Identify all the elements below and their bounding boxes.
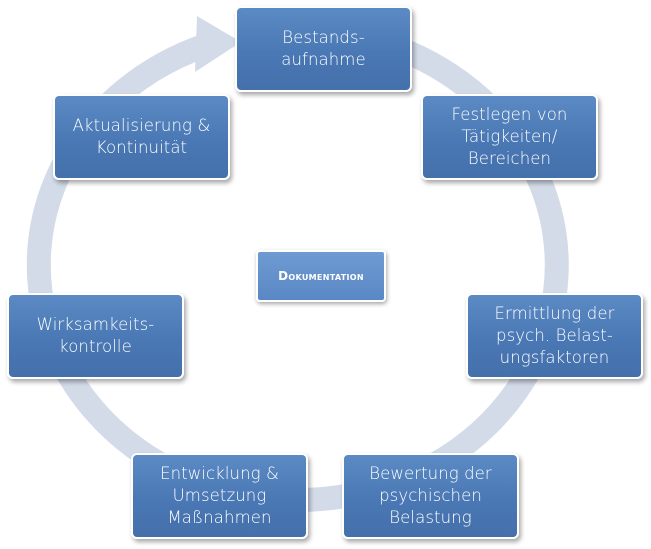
- step-label: Festlegen von Tätigkeiten/ Bereichen: [451, 105, 568, 168]
- step-bewertung-belastung: Bewertung der psychischen Belastung: [342, 453, 519, 539]
- step-entwicklung-massnahmen: Entwicklung & Umsetzung Maßnahmen: [131, 453, 308, 539]
- step-label: Wirksamkeits- kontrolle: [36, 315, 155, 356]
- step-aktualisierung-kontinuitaet: Aktualisierung & Kontinuität: [53, 94, 230, 180]
- step-bestandsaufnahme: Bestands- aufnahme: [235, 6, 412, 92]
- center-dokumentation: Dokumentation: [256, 250, 386, 302]
- cycle-arrow-head: [195, 16, 241, 72]
- center-label: Dokumentation: [278, 269, 364, 283]
- step-label: Aktualisierung & Kontinuität: [72, 116, 211, 157]
- step-festlegen-taetigkeiten: Festlegen von Tätigkeiten/ Bereichen: [421, 94, 598, 180]
- step-label: Entwicklung & Umsetzung Maßnahmen: [160, 464, 279, 527]
- step-label: Bewertung der psychischen Belastung: [369, 464, 492, 527]
- step-ermittlung-belastungsfaktoren: Ermittlung der psych. Belast- ungsfaktor…: [466, 293, 643, 379]
- step-label: Bestands- aufnahme: [281, 28, 366, 69]
- step-label: Ermittlung der psych. Belast- ungsfaktor…: [494, 304, 615, 367]
- step-wirksamkeitskontrolle: Wirksamkeits- kontrolle: [7, 293, 184, 379]
